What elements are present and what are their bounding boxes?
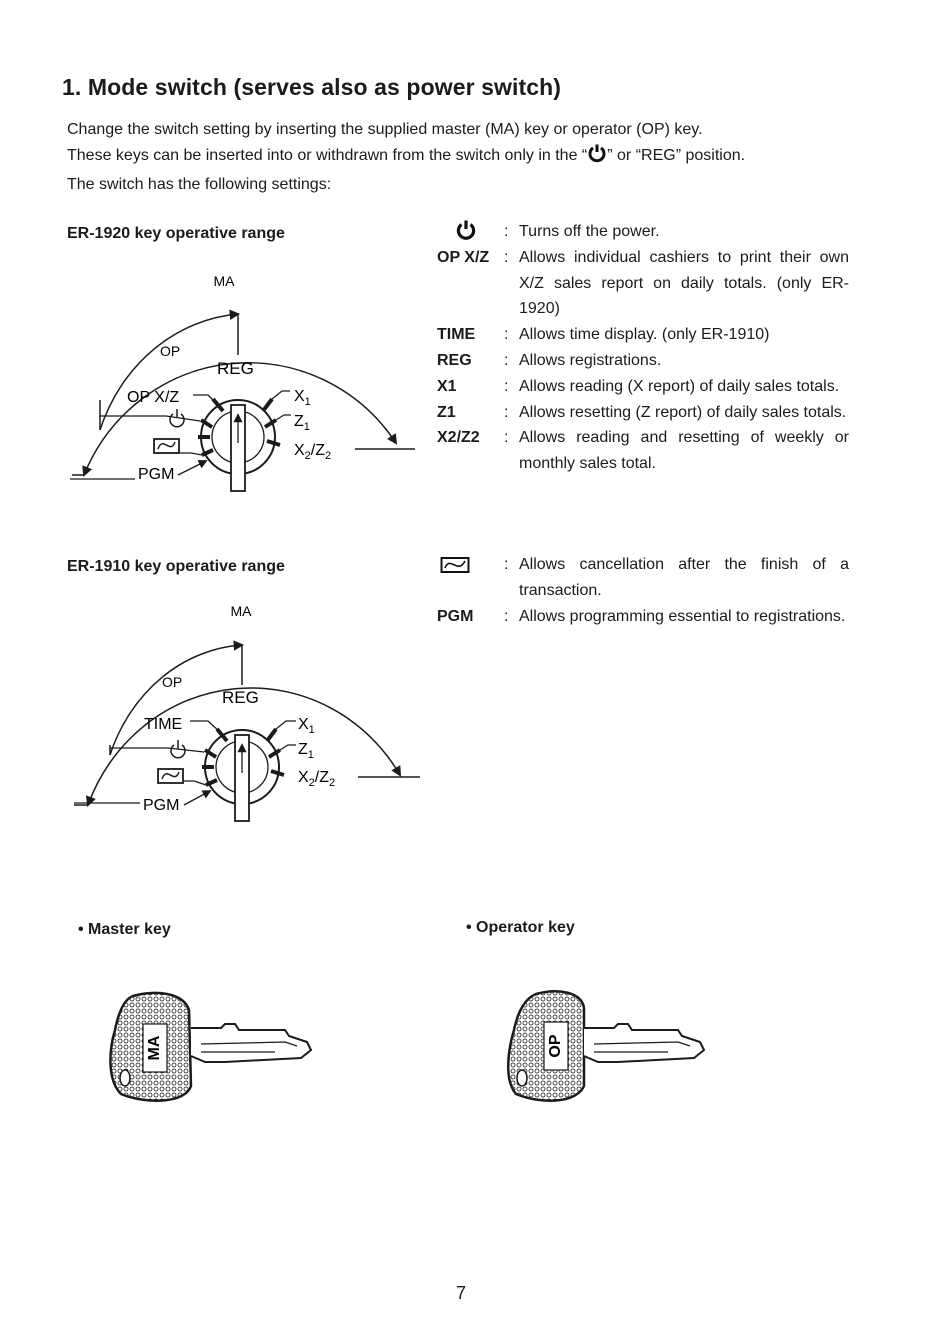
z1-label: Z1 [294,413,310,433]
op-range-arc [109,640,245,756]
er1910-diagram: MA OP REG TIME PGM X1 Z1 X2/Z2 [60,595,430,840]
master-key-label: • Master key [78,921,171,938]
setting-term: Z1 [437,403,456,421]
setting-void: : Allows cancellation after the finish o… [437,552,849,604]
setting-desc: Allows cancellation after the finish of … [519,556,849,599]
operator-key-illustration: OP [498,990,713,1115]
colon: : [504,351,509,369]
colon: : [504,403,509,421]
void-mode-icon [153,438,180,454]
op-label: OP [160,343,180,359]
master-key-label-text: Master key [88,921,171,938]
power-icon [587,143,607,172]
setting-pgm: PGM : Allows programming essential to re… [437,604,849,630]
setting-term: X1 [437,377,457,395]
operator-key-label: • Operator key [466,919,575,936]
page-title: 1. Mode switch (serves also as power swi… [62,74,562,100]
master-key-illustration: MA [105,990,320,1115]
setting-desc: Allows resetting (Z report) of daily sal… [519,403,847,421]
page-number: 7 [456,1283,467,1303]
opxz-label: OP X/Z [127,389,179,406]
setting-term: TIME [437,326,476,344]
colon: : [504,326,509,344]
intro-text: Change the switch setting by inserting t… [67,117,867,198]
intro-line-2-end: ” or “REG” position. [607,147,746,164]
colon: : [504,377,509,395]
ma-range-arc [85,687,402,807]
setting-x2z2: X2/Z2 : Allows reading and resetting of … [437,425,849,477]
setting-desc: Allows registrations. [519,351,662,369]
er1920-heading: ER-1920 key operative range [67,225,285,242]
reg-label: REG [222,688,259,707]
setting-desc: Allows time display. (only ER-1910) [519,326,770,344]
ma-range-arc [82,361,398,477]
setting-desc: Turns off the power. [519,223,660,240]
setting-reg: REG : Allows registrations. [437,348,849,374]
setting-power: : Turns off the power. [437,219,849,245]
setting-z1: Z1 : Allows resetting (Z report) of dail… [437,400,849,426]
setting-desc: Allows programming essential to registra… [519,607,846,625]
setting-desc: Allows reading and resetting of weekly o… [519,429,849,473]
power-icon [455,219,477,246]
time-label: TIME [144,716,182,733]
er1920-diagram: MA OP REG OP X/Z PGM X1 Z1 X2/Z2 [60,265,430,510]
intro-line-2-start: These keys can be inserted into or withd… [67,147,588,164]
ma-label: MA [214,273,236,289]
settings-list-a: : Turns off the power. OP X/Z : Allows i… [437,219,849,477]
pgm-label: PGM [143,797,179,814]
x2z2-label: X2/Z2 [298,769,335,789]
er1910-heading: ER-1910 key operative range [67,558,285,575]
intro-line-2: These keys can be inserted into or withd… [67,143,867,172]
reg-label: REG [217,359,254,378]
op-label: OP [162,674,182,690]
setting-x1: X1 : Allows reading (X report) of daily … [437,374,849,400]
power-icon [169,409,185,428]
colon: : [504,223,509,240]
setting-term: PGM [437,607,474,625]
x1-label: X1 [294,388,311,408]
colon: : [504,429,509,447]
setting-time: TIME : Allows time display. (only ER-191… [437,322,849,348]
master-key-text: MA [146,1035,163,1060]
colon: : [504,248,509,266]
settings-list-b: : Allows cancellation after the finish o… [437,552,849,629]
void-mode-icon [157,768,184,784]
colon: : [504,556,509,573]
power-icon [170,740,186,759]
setting-opxz: OP X/Z : Allows individual cashiers to p… [437,245,849,322]
x1-label: X1 [298,716,315,736]
setting-term: OP X/Z [437,248,490,266]
setting-term: X2/Z2 [437,429,480,447]
er1910-switch-svg: MA OP REG TIME PGM X1 Z1 X2/Z2 [74,603,420,822]
operator-key-label-text: Operator key [476,919,575,936]
intro-line-1: Change the switch setting by inserting t… [67,121,703,138]
key-slot [234,734,250,822]
z1-label: Z1 [298,741,314,761]
ma-label: MA [231,603,253,619]
intro-line-3: The switch has the following settings: [67,176,332,193]
operator-key-text: OP [547,1034,564,1057]
er1920-switch-svg: MA OP REG OP X/Z PGM X1 Z1 X2/Z2 [70,273,415,492]
setting-desc: Allows individual cashiers to print thei… [519,248,849,318]
void-mode-icon [440,556,470,583]
colon: : [504,607,509,625]
x2z2-label: X2/Z2 [294,442,331,462]
key-slot [230,404,246,492]
pgm-label: PGM [138,466,174,483]
setting-term: REG [437,351,472,369]
setting-desc: Allows reading (X report) of daily sales… [519,377,840,395]
op-range-arc [99,309,241,431]
